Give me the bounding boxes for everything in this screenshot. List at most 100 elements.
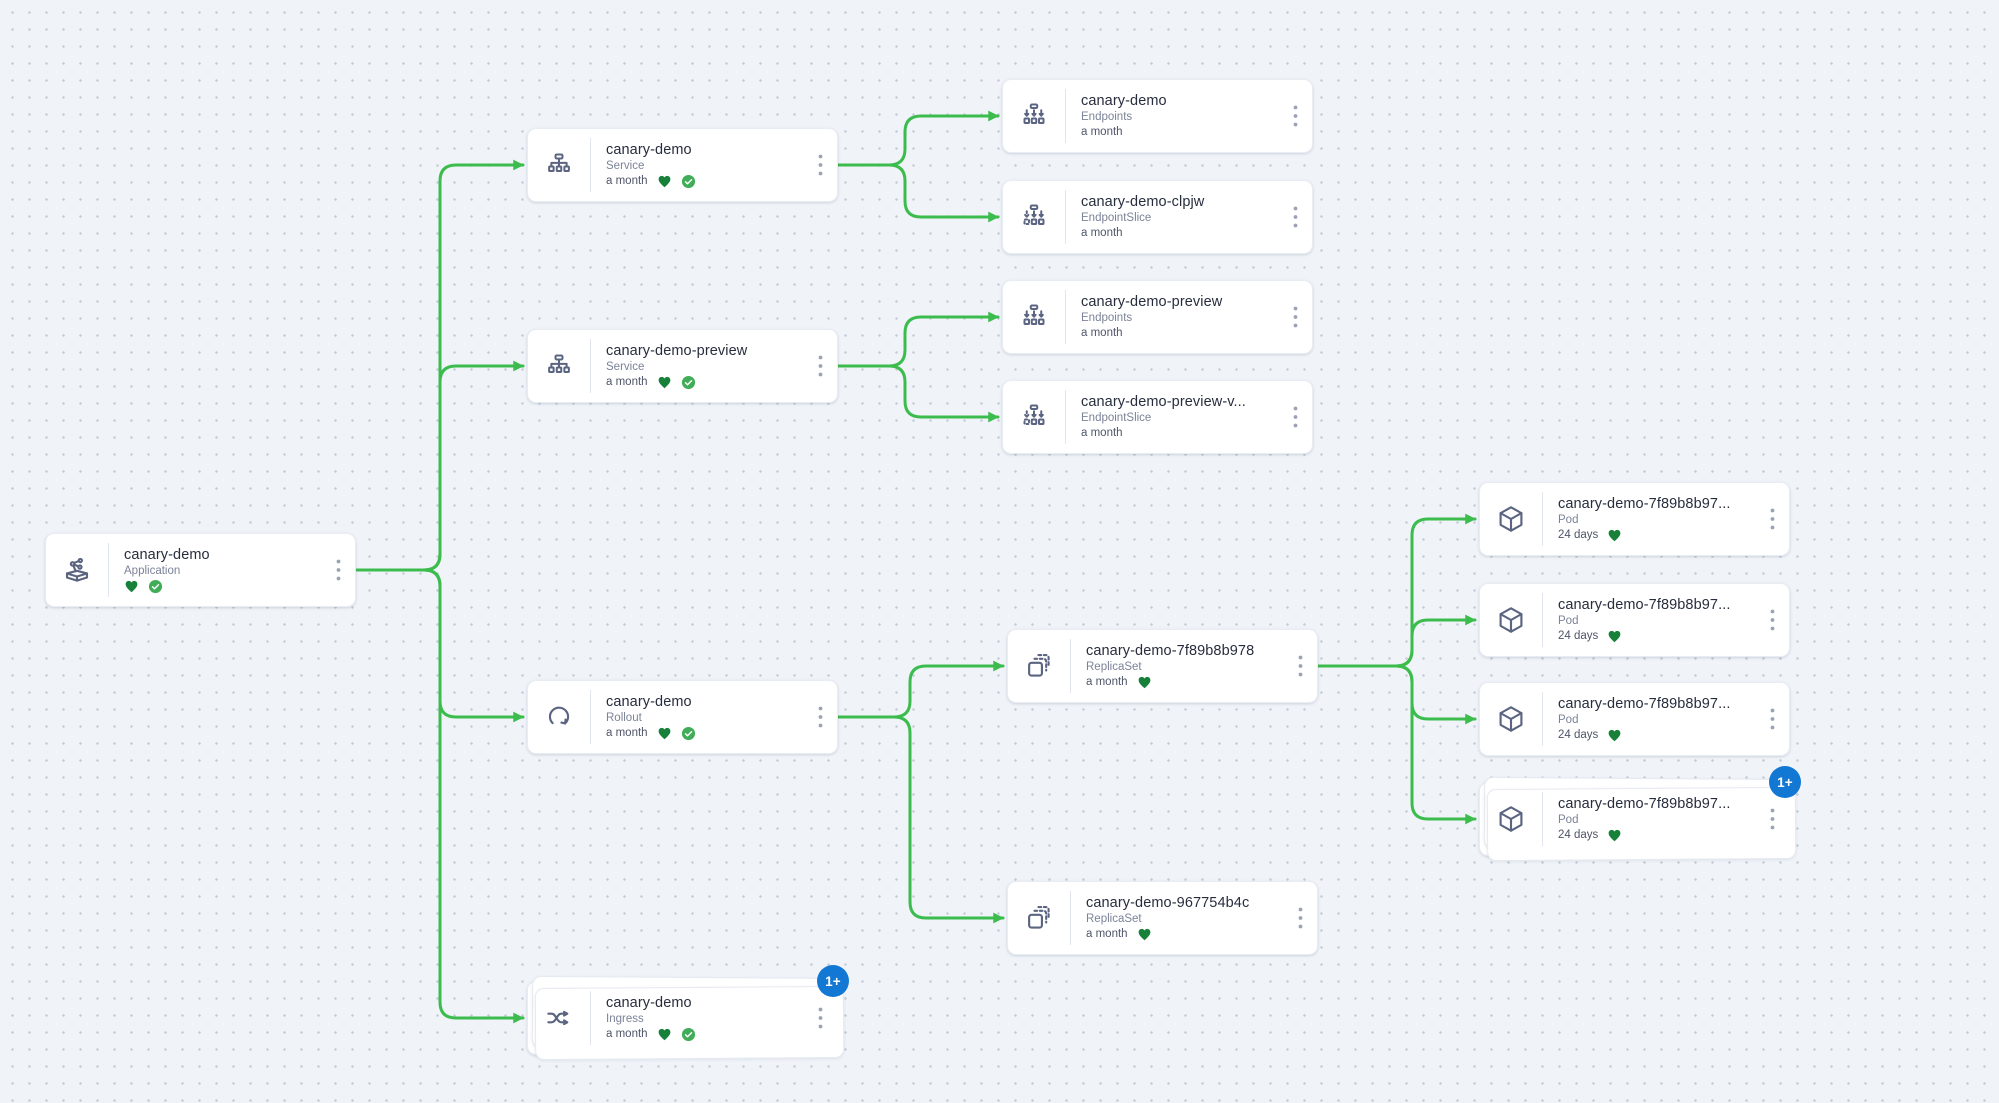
resource-kind-label: ReplicaSet (1086, 660, 1142, 673)
resource-text: canary-demo-7f89b8b97... Pod 24 days (1543, 584, 1759, 656)
resource-kind-label: Pod (1558, 813, 1579, 826)
node-menu-button[interactable] (1282, 281, 1308, 353)
resource-name: canary-demo-preview (1081, 293, 1223, 310)
node-menu-button[interactable] (1282, 381, 1308, 453)
node-menu-button[interactable] (1282, 181, 1308, 253)
resource-node-eps1[interactable]: canary-demo-clpjw EndpointSlice a month (1002, 180, 1313, 254)
resource-meta: 24 days (1558, 528, 1755, 543)
resource-text: canary-demo-preview-v... EndpointSlice a… (1066, 381, 1282, 453)
resource-meta: a month (606, 1027, 803, 1042)
node-menu-button[interactable] (1759, 483, 1785, 555)
more-items-badge[interactable]: 1+ (1769, 766, 1801, 798)
healthy-heart-icon (1607, 828, 1622, 842)
resource-node-pod1[interactable]: canary-demo-7f89b8b97... Pod 24 days (1479, 482, 1790, 556)
edge-rs1-to-pod4 (1315, 664, 1477, 825)
resource-age: a month (606, 376, 648, 388)
resource-text: canary-demo Rollout a month (591, 681, 807, 753)
resource-kind-label: ReplicaSet (1086, 912, 1142, 925)
healthy-heart-icon (1607, 528, 1622, 542)
resource-age: a month (1081, 327, 1123, 339)
resource-meta: 24 days (1558, 629, 1755, 644)
healthy-heart-icon (124, 579, 139, 593)
node-menu-button[interactable] (1287, 630, 1313, 702)
ingress-icon (528, 982, 590, 1054)
resource-node-rollout[interactable]: canary-demo Rollout a month (527, 680, 838, 754)
resource-age: a month (606, 1028, 648, 1040)
resource-name: canary-demo-preview (606, 342, 748, 359)
more-items-badge[interactable]: 1+ (817, 965, 849, 997)
resource-node-pod2[interactable]: canary-demo-7f89b8b97... Pod 24 days (1479, 583, 1790, 657)
node-menu-button[interactable] (325, 534, 351, 606)
resource-name: canary-demo-clpjw (1081, 193, 1205, 210)
resource-meta: a month (1081, 426, 1278, 441)
resource-age: 24 days (1558, 829, 1599, 841)
synced-check-icon (681, 1027, 696, 1042)
resource-age: a month (1081, 126, 1123, 138)
icon-divider (1065, 89, 1066, 143)
resource-node-pod3[interactable]: canary-demo-7f89b8b97... Pod 24 days (1479, 682, 1790, 756)
resource-node-ep1[interactable]: canary-demo Endpoints a month (1002, 79, 1313, 153)
node-menu-button[interactable] (807, 982, 833, 1054)
resource-age: a month (606, 175, 648, 187)
resource-node-app[interactable]: canary-demo Application (45, 533, 356, 607)
resource-kind-label: Rollout (606, 711, 642, 724)
icon-divider (1542, 492, 1543, 546)
resource-meta: a month (606, 726, 803, 741)
resource-age: 24 days (1558, 630, 1599, 642)
resource-meta: a month (1086, 927, 1283, 942)
resource-meta: a month (606, 174, 803, 189)
rollout-icon (528, 681, 590, 753)
healthy-heart-icon (657, 726, 672, 740)
node-menu-button[interactable] (807, 129, 833, 201)
resource-age: a month (1081, 427, 1123, 439)
resource-node-svc2[interactable]: canary-demo-preview Service a month (527, 329, 838, 403)
resource-node-ingress[interactable]: canary-demo Ingress a month (527, 965, 849, 1055)
resource-name: canary-demo-7f89b8b97... (1558, 495, 1731, 512)
pod-icon (1480, 783, 1542, 855)
resource-node-ep2[interactable]: canary-demo-preview Endpoints a month (1002, 280, 1313, 354)
icon-divider (1070, 891, 1071, 945)
node-menu-button[interactable] (807, 681, 833, 753)
resource-name: canary-demo-preview-v... (1081, 393, 1246, 410)
resource-node-rs1[interactable]: canary-demo-7f89b8b978 ReplicaSet a mont… (1007, 629, 1318, 703)
resource-text: canary-demo-7f89b8b97... Pod 24 days (1543, 783, 1759, 855)
node-menu-button[interactable] (1759, 683, 1785, 755)
synced-check-icon (681, 375, 696, 390)
edge-svc2-to-eps2 (835, 364, 1000, 423)
resource-text: canary-demo-967754b4c ReplicaSet a month (1071, 882, 1287, 954)
node-menu-button[interactable] (807, 330, 833, 402)
healthy-heart-icon (1607, 629, 1622, 643)
resource-text: canary-demo-7f89b8b978 ReplicaSet a mont… (1071, 630, 1287, 702)
icon-divider (1065, 390, 1066, 444)
endpoints-icon (1003, 281, 1065, 353)
icon-divider (108, 543, 109, 597)
resource-node-rs2[interactable]: canary-demo-967754b4c ReplicaSet a month (1007, 881, 1318, 955)
icon-divider (590, 138, 591, 192)
resource-age: a month (1086, 676, 1128, 688)
resource-kind-label: EndpointSlice (1081, 411, 1152, 424)
resource-meta: a month (606, 375, 803, 390)
resource-name: canary-demo (606, 141, 692, 158)
resource-kind-label: Application (124, 564, 181, 577)
endpointslice-icon (1003, 381, 1065, 453)
node-menu-button[interactable] (1759, 584, 1785, 656)
edge-rollout-to-rs1 (835, 660, 1005, 719)
resource-name: canary-demo-967754b4c (1086, 894, 1250, 911)
resource-node-svc1[interactable]: canary-demo Service a month (527, 128, 838, 202)
resource-kind-label: Endpoints (1081, 311, 1133, 324)
pod-icon (1480, 584, 1542, 656)
node-menu-button[interactable] (1282, 80, 1308, 152)
node-menu-button[interactable] (1759, 783, 1785, 855)
resource-name: canary-demo (606, 994, 692, 1011)
edge-svc1-to-ep1 (835, 110, 1000, 167)
node-menu-button[interactable] (1287, 882, 1313, 954)
resource-name: canary-demo-7f89b8b978 (1086, 642, 1255, 659)
resource-node-pod4[interactable]: canary-demo-7f89b8b97... Pod 24 days (1479, 766, 1801, 856)
resource-meta (124, 579, 321, 594)
service-icon (528, 330, 590, 402)
resource-node-eps2[interactable]: canary-demo-preview-v... EndpointSlice a… (1002, 380, 1313, 454)
resource-kind-label: EndpointSlice (1081, 211, 1152, 224)
application-icon (46, 534, 108, 606)
resource-meta: 24 days (1558, 828, 1755, 843)
